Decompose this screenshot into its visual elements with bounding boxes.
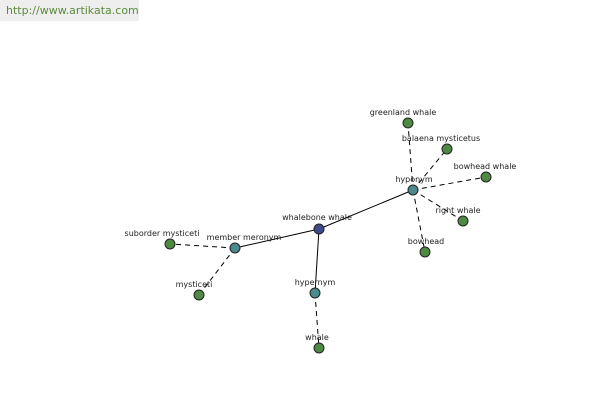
term-label-whale: whale — [305, 333, 329, 342]
term-node-bowhead-whale[interactable] — [480, 171, 492, 183]
edge-hyponym-bowhead-whale — [412, 176, 487, 191]
term-label-greenland-whale: greenland whale — [370, 108, 437, 117]
graph-nodes — [164, 117, 492, 354]
term-node-balaena-mysticetus[interactable] — [441, 143, 453, 155]
term-label-mysticeti: mysticeti — [176, 280, 213, 289]
edge-hypernym-whale — [314, 292, 320, 349]
edge-hyponym-greenland-whale — [407, 122, 414, 191]
term-label-bowhead-whale: bowhead whale — [454, 162, 517, 171]
term-node-bowhead[interactable] — [419, 246, 431, 258]
term-node-suborder-mysticeti[interactable] — [164, 238, 176, 250]
relation-label-hypernym: hypernym — [295, 278, 336, 287]
term-node-whale[interactable] — [313, 342, 325, 354]
term-node-mysticeti[interactable] — [193, 289, 205, 301]
edge-member-meronym-mysticeti — [198, 247, 236, 296]
term-label-suborder-mysticeti: suborder mysticeti — [125, 229, 200, 238]
edge-center-hyponym — [318, 189, 414, 230]
relation-label-member-meronym: member meronym — [207, 233, 282, 242]
relation-label-hyponym: hyponym — [395, 175, 433, 184]
term-node-right-whale[interactable] — [457, 215, 469, 227]
graph-labels: whalebone whale hyponym greenland whale bal… — [125, 108, 517, 342]
relation-node-member-meronym[interactable] — [229, 242, 241, 254]
edge-hyponym-right-whale — [412, 189, 464, 222]
term-label-right-whale: right whale — [436, 206, 481, 215]
term-node-greenland-whale[interactable] — [402, 117, 414, 129]
relation-node-hyponym[interactable] — [407, 184, 419, 196]
graph-edges — [169, 122, 487, 349]
edge-member-meronym-suborder-mysticeti — [169, 243, 236, 249]
term-label-bowhead: bowhead — [408, 237, 445, 246]
edge-center-hypernym — [314, 228, 320, 294]
site-url-link[interactable]: http://www.artikata.com — [0, 0, 139, 21]
center-node-label: whalebone whale — [282, 213, 352, 222]
center-node[interactable] — [313, 223, 325, 235]
edge-center-member-meronym — [234, 228, 320, 249]
relation-node-hypernym[interactable] — [309, 287, 321, 299]
edge-hyponym-bowhead — [412, 189, 426, 253]
term-label-balaena-mysticetus: balaena mysticetus — [402, 134, 480, 143]
